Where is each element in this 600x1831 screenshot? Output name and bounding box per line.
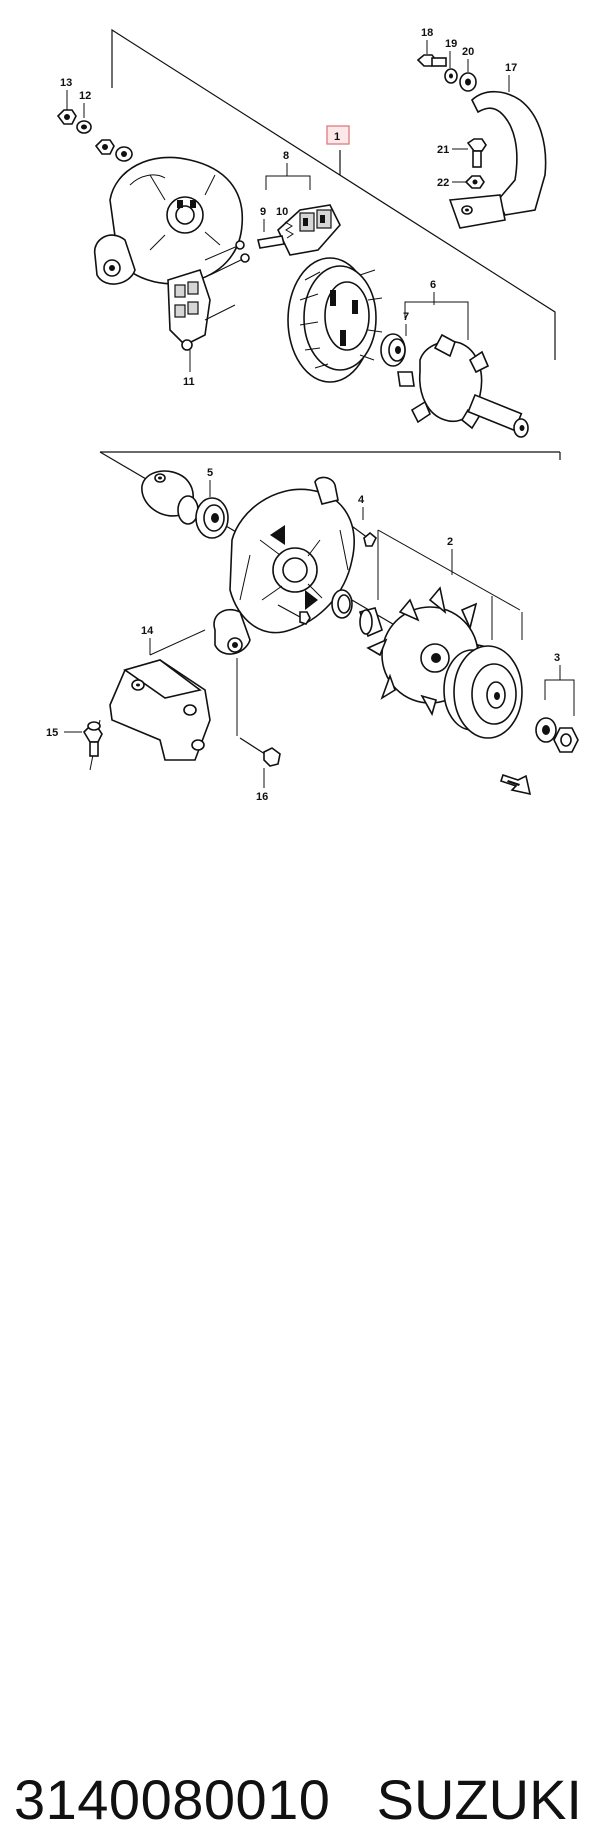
exploded-parts-diagram: 1 13 12 [46,27,579,803]
callout-10: 10 [276,206,288,218]
callout-6: 6 [430,279,436,291]
adjust-bracket-17[interactable]: 17 [448,62,547,229]
spring-10[interactable]: 10 [276,206,294,239]
washer-19[interactable]: 19 [444,38,458,84]
spacer-collar[interactable] [358,607,383,638]
callout-21: 21 [437,144,449,156]
callout-11: 11 [183,376,195,388]
callout-16: 16 [256,791,268,803]
spacer-ring[interactable] [331,589,353,619]
rear-housing[interactable] [94,156,244,285]
callout-14: 14 [141,625,154,637]
callout-17: 17 [505,62,517,74]
bolt-15[interactable]: 15 [46,721,103,757]
callout-2: 2 [447,536,453,548]
rotor-6[interactable]: 6 [397,279,529,438]
stator[interactable] [287,257,383,383]
brush-holder-8[interactable]: 8 [265,150,341,256]
upper-assembly-bracket [100,28,560,453]
callout-18: 18 [421,27,433,39]
bolt-21[interactable]: 21 [437,138,487,168]
bearing-7[interactable]: 7 [380,311,409,367]
caption-bar: 3140080010 SUZUKI [0,880,600,1828]
callout-1-group[interactable]: 1 [326,125,350,145]
callout-4: 4 [358,494,365,506]
front-direction-arrow [499,773,532,796]
nut-13[interactable]: 13 [56,77,77,125]
callout-5: 5 [207,467,213,479]
part-number: 3140080010 [14,1768,331,1831]
callout-9: 9 [260,206,266,218]
pulley-nut-3[interactable]: 3 [535,652,579,753]
pulley[interactable] [443,645,523,739]
brush-9[interactable]: 9 [257,206,285,249]
nut-22[interactable]: 22 [437,175,485,189]
housing-screw[interactable] [277,604,311,625]
bolt-18[interactable]: 18 [416,27,447,67]
callout-19: 19 [445,38,457,50]
bearing-5[interactable]: 5 [177,467,229,539]
brand-name: SUZUKI [376,1768,582,1831]
callout-15: 15 [46,727,58,739]
callout-1-highlight-box [326,125,350,145]
callout-20: 20 [462,46,474,58]
callout-7: 7 [403,311,409,323]
front-housing[interactable] [213,476,355,655]
callout-22: 22 [437,177,449,189]
washer-20[interactable]: 20 [459,46,477,92]
callout-12: 12 [79,90,91,102]
callout-8: 8 [283,150,289,162]
rectifier-11[interactable]: 11 [167,240,250,388]
callout-1: 1 [334,131,340,143]
mount-bracket-14[interactable]: 14 [89,625,211,771]
callout-3: 3 [554,652,560,664]
bolt-16[interactable]: 16 [236,658,281,803]
washer-12[interactable]: 12 [76,90,92,134]
callout-13: 13 [60,77,72,89]
nuts-pair[interactable] [94,139,133,162]
